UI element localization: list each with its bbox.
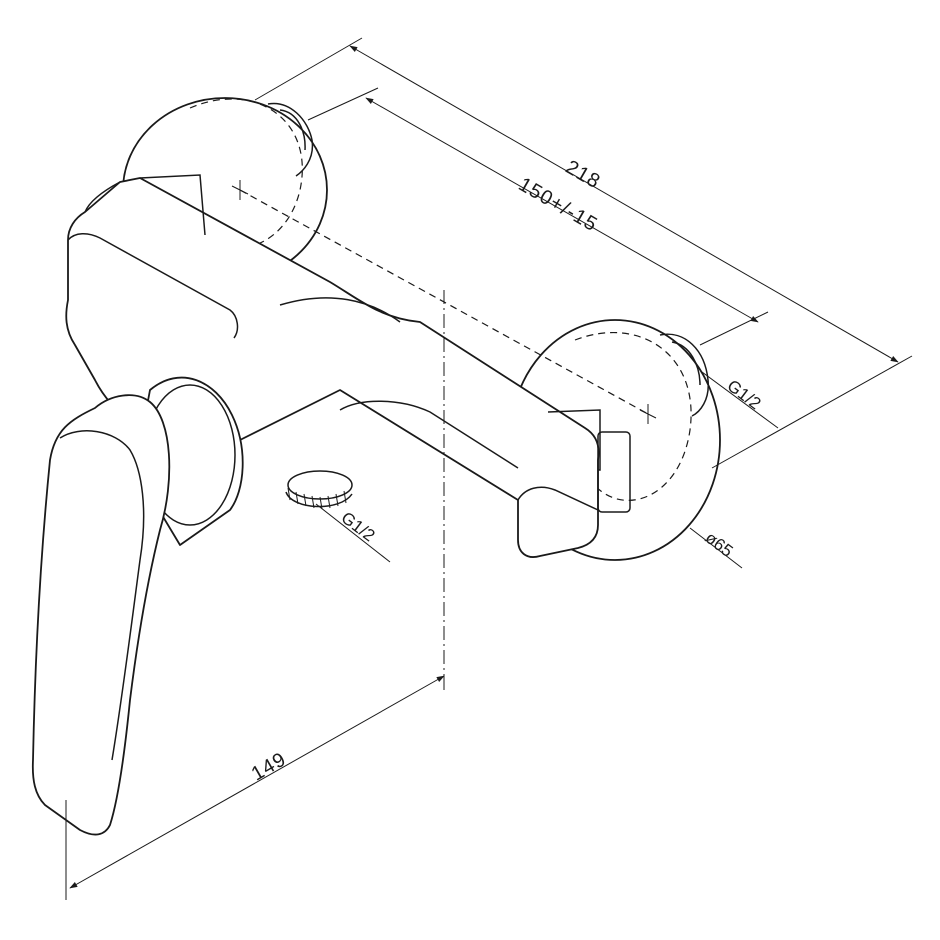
callout-escutcheon-diameter: ø65 [689, 527, 743, 569]
dim-149-label: 149 [248, 748, 291, 785]
dimension-150: 150+/-15 [307, 87, 769, 346]
lever-handle [31, 394, 171, 836]
escutcheon-diameter-label: ø65 [702, 528, 737, 561]
callout-outlet-thread: G1/2 [315, 503, 391, 563]
outlet-thread [285, 470, 353, 510]
right-crosshair [639, 404, 657, 424]
dim-218-label: 218 [562, 156, 605, 193]
outlet-thread-label: G1/2 [338, 508, 379, 545]
handle-assembly [31, 376, 244, 836]
left-crosshair [231, 180, 249, 200]
left-inlet-stub [267, 102, 314, 177]
mixer-body [65, 174, 631, 558]
right-escutcheon-hidden-edge [574, 331, 692, 501]
inlet-thread-label: G1/2 [724, 376, 765, 413]
